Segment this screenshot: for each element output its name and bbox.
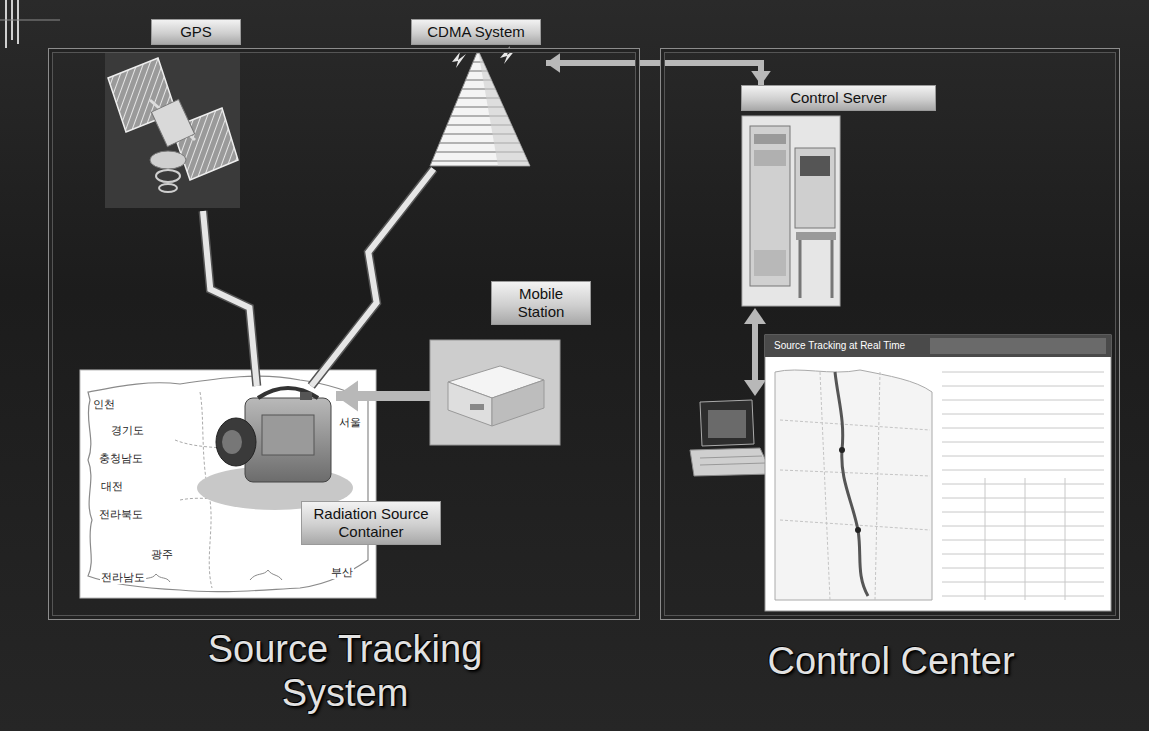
table-line bbox=[942, 428, 1104, 429]
korea-map bbox=[80, 370, 376, 598]
wireless-link bbox=[311, 169, 433, 386]
panel-heading: Source Tracking System bbox=[175, 627, 515, 715]
link-line bbox=[311, 169, 433, 386]
table-line bbox=[942, 386, 1104, 387]
table-line bbox=[942, 484, 1104, 485]
map-label: 인천 bbox=[92, 398, 116, 411]
table-line bbox=[942, 512, 1104, 513]
table-line bbox=[942, 540, 1104, 541]
map-label: 부산 bbox=[330, 566, 354, 579]
table-line bbox=[942, 568, 1104, 569]
node-label: CDMA System bbox=[411, 19, 541, 45]
map-label: 경기도 bbox=[110, 424, 145, 437]
table-line bbox=[942, 596, 1104, 597]
cdma-tower bbox=[430, 46, 530, 166]
table-line bbox=[985, 478, 986, 600]
map-label: 광주 bbox=[150, 548, 174, 561]
map-label: 서울 bbox=[338, 416, 362, 429]
link-outline bbox=[311, 169, 433, 386]
arrow-head bbox=[336, 381, 358, 412]
wireless-link bbox=[203, 211, 257, 386]
tracking-screenshot bbox=[765, 335, 1111, 611]
double-arrow bbox=[744, 308, 766, 396]
table-line bbox=[942, 442, 1104, 443]
link-line bbox=[546, 63, 761, 85]
link-line bbox=[203, 211, 257, 386]
region-panel: Source Tracking SystemGPSCDMA SystemMobi… bbox=[48, 48, 640, 620]
gps-node: GPS bbox=[106, 19, 241, 211]
screen-title: Source Tracking at Real Time bbox=[772, 340, 907, 352]
table-line bbox=[942, 554, 1104, 555]
table-line bbox=[942, 582, 1104, 583]
mobile-station-device bbox=[430, 340, 560, 445]
table-line bbox=[942, 498, 1104, 499]
node-label: Mobile Station bbox=[491, 281, 591, 325]
arrow-head bbox=[546, 53, 560, 73]
server-node: Control Server bbox=[741, 85, 936, 306]
server-rack bbox=[742, 116, 840, 306]
node-label: Control Server bbox=[741, 85, 936, 111]
data-arrow bbox=[336, 381, 431, 412]
panel-heading: Control Center bbox=[741, 639, 1041, 683]
data-arrow bbox=[546, 53, 771, 85]
map-label: 충청남도 bbox=[98, 452, 144, 465]
table-line bbox=[1025, 478, 1026, 600]
region-panel: Control CenterControl Server bbox=[660, 48, 1120, 620]
link-outline bbox=[203, 211, 257, 386]
table-line bbox=[942, 470, 1104, 471]
map-label: 전라남도 bbox=[100, 571, 146, 584]
table-line bbox=[1065, 478, 1066, 600]
map-label: 대전 bbox=[100, 480, 124, 493]
container-node: Radiation Source Container bbox=[216, 386, 336, 511]
mobile-station-node: Mobile Station bbox=[431, 281, 591, 446]
table-line bbox=[942, 400, 1104, 401]
node-label: Radiation Source Container bbox=[301, 501, 441, 545]
table-line bbox=[942, 526, 1104, 527]
table-line bbox=[942, 456, 1104, 457]
corner-decoration bbox=[0, 0, 60, 48]
node-label: GPS bbox=[151, 19, 241, 45]
container-device bbox=[197, 388, 353, 510]
table-line bbox=[942, 414, 1104, 415]
cdma-node: CDMA System bbox=[406, 19, 546, 169]
table-line bbox=[942, 372, 1104, 373]
satellite bbox=[105, 48, 240, 208]
laptop bbox=[690, 400, 772, 476]
arrow-head bbox=[751, 71, 771, 85]
map-label: 전라북도 bbox=[98, 508, 144, 521]
